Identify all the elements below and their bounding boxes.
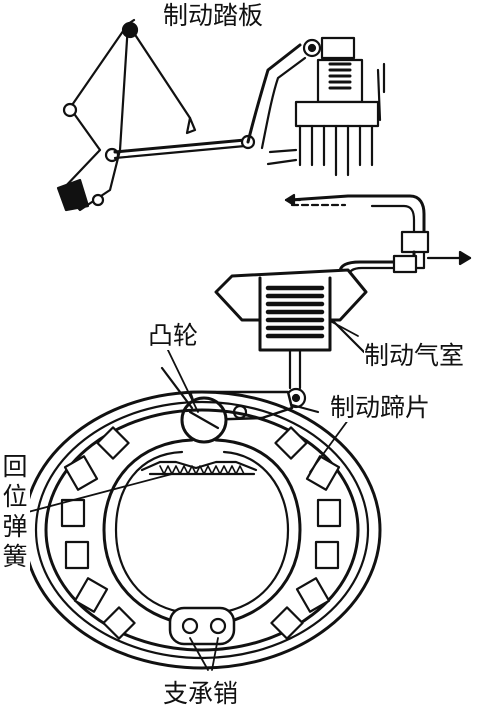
brake-drum — [22, 390, 382, 670]
leader-lines — [27, 321, 359, 671]
label-cam: 凸轮 — [148, 321, 199, 350]
air-pipes — [284, 193, 472, 280]
label-brake-shoe: 制动蹄片 — [330, 393, 431, 422]
label-support-pin: 支承销 — [163, 679, 239, 708]
label-brake-pedal: 制动踏板 — [163, 1, 264, 30]
pedal-linkage — [56, 18, 256, 212]
brake-chamber — [214, 268, 368, 409]
label-return-spring: 回位弹簧 — [0, 452, 30, 572]
label-brake-chamber: 制动气室 — [364, 341, 465, 370]
brake-valve — [246, 36, 426, 236]
